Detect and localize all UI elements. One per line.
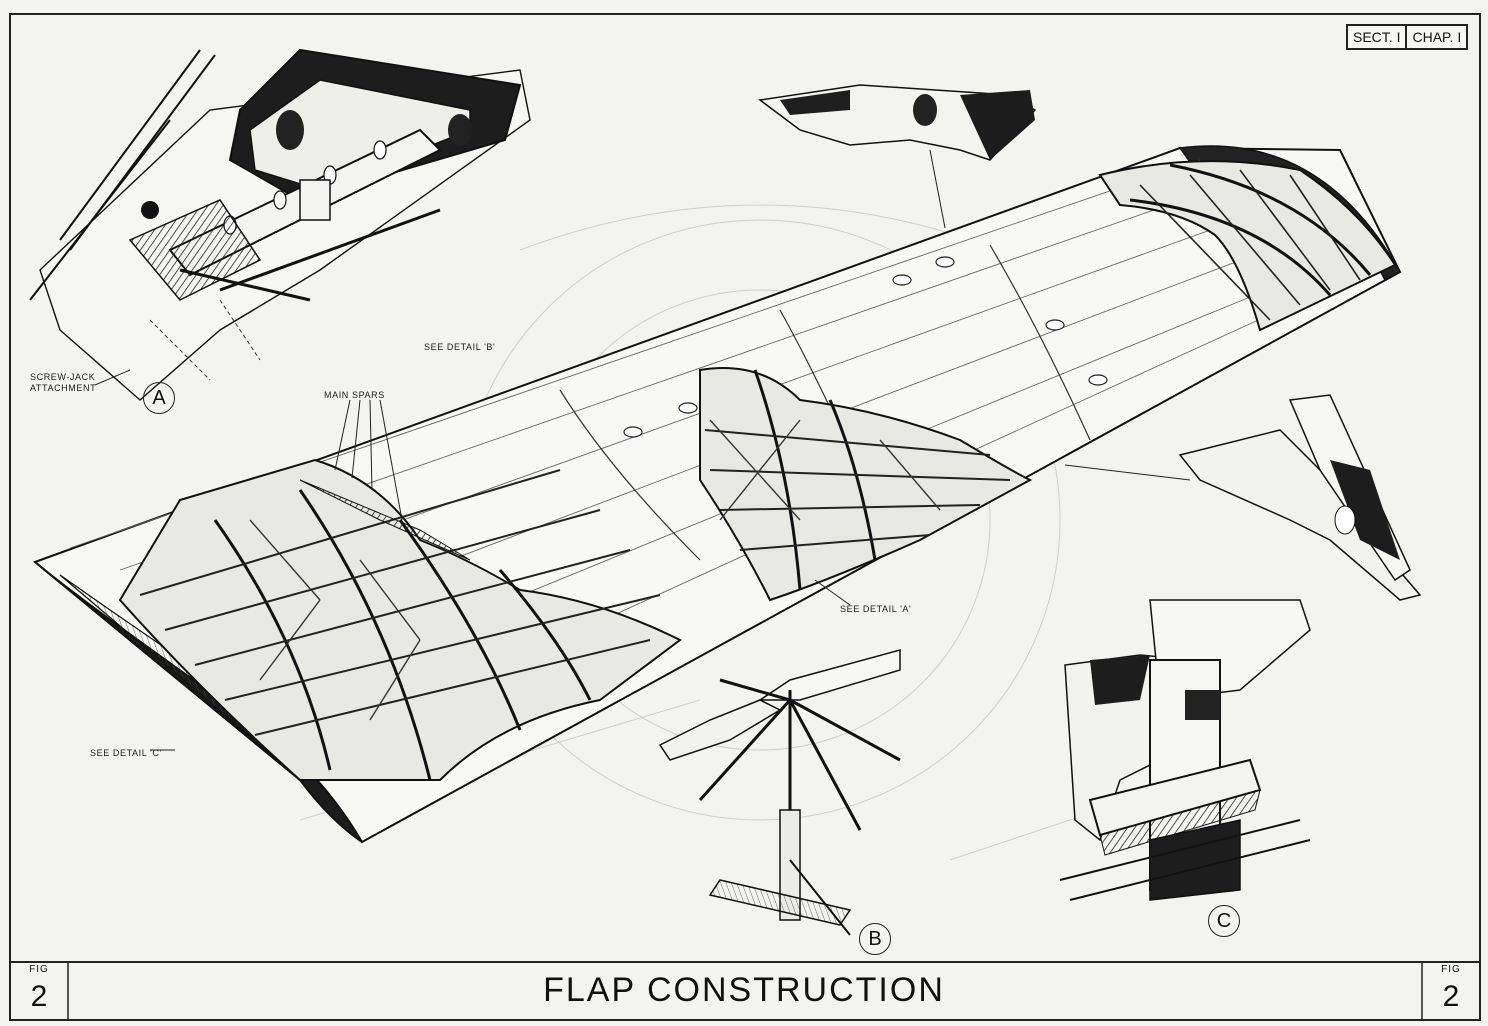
fig-word-left: FIG [29,964,49,975]
detail-c-drawing [1059,599,1311,901]
leader-lines [94,369,851,751]
sheet-border [9,13,1481,1021]
section-label: SECT. I [1353,29,1401,45]
see-detail-a-label: SEE DETAIL 'A' [840,604,912,614]
detail-top-inset-drawing [758,84,1037,229]
section-chapter-box: SECT. I CHAP. I [1346,24,1469,50]
fig-word-right: FIG [1441,964,1461,975]
cutaway-tip [1098,160,1397,332]
drawing-title: FLAP CONSTRUCTION [543,971,945,1009]
fig-number-right: FIG 2 [1422,962,1480,1020]
detail-b-drawing [658,649,901,936]
see-detail-b-label: SEE DETAIL 'B' [424,342,496,352]
main-spars-label: MAIN SPARS [324,390,385,400]
detail-a-drawing [29,48,531,401]
cutaway-root [118,458,682,781]
detail-c-callout: C [1208,905,1240,937]
fig-num-right: 2 [1442,980,1460,1013]
fig-number-left: FIG 2 [10,962,68,1020]
inspection-holes [623,256,1108,438]
cutaway-mid [699,367,1033,602]
chapter-label: CHAP. I [1405,26,1466,48]
detail-b-callout: B [859,923,891,955]
screw-jack-label: SCREW-JACK ATTACHMENT [30,372,97,393]
main-flap [33,145,1402,844]
detail-right-inset-drawing [1064,394,1422,601]
detail-a-callout: A [143,382,175,414]
see-detail-c-label: SEE DETAIL 'C' [90,748,162,758]
fig-num-left: 2 [30,980,48,1013]
